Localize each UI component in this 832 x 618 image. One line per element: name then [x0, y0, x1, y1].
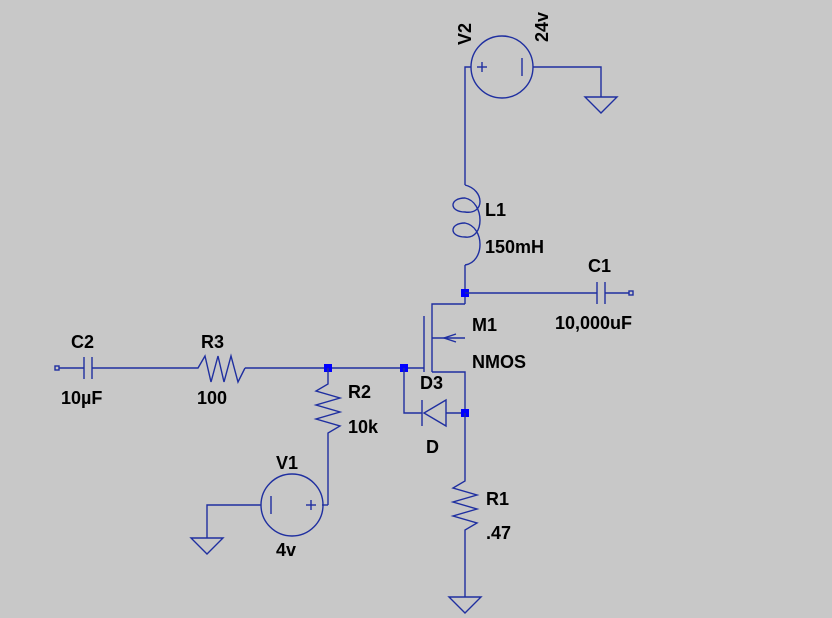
r2-name-label: R2: [348, 382, 371, 402]
v2-value-label: 24v: [532, 12, 552, 42]
r3-value-label: 100: [197, 388, 227, 408]
m1-nmos-transistor[interactable]: [423, 303, 466, 413]
v2-name-label: V2: [455, 23, 475, 45]
c2-terminal-pin[interactable]: [54, 365, 60, 371]
wire-v1-ground: [206, 504, 261, 538]
d3-value-label: D: [426, 437, 439, 457]
r3-resistor[interactable]: [182, 353, 246, 384]
v1-value-label: 4v: [276, 540, 296, 560]
wire-v2-l1: [464, 66, 471, 185]
m1-value-label: NMOS: [472, 352, 526, 372]
r1-name-label: R1: [486, 489, 509, 509]
r1-resistor[interactable]: [450, 413, 480, 597]
r3-name-label: R3: [201, 332, 224, 352]
d3-name-label: D3: [420, 373, 443, 393]
d3-diode[interactable]: [421, 398, 447, 428]
v2-voltage-source[interactable]: [470, 35, 534, 99]
v1-name-label: V1: [276, 453, 298, 473]
c1-name-label: C1: [588, 256, 611, 276]
r2-value-label: 10k: [348, 417, 379, 437]
r2-resistor[interactable]: [313, 368, 343, 505]
wire-gate-d3: [403, 368, 422, 414]
c1-capacitor[interactable]: [596, 282, 606, 304]
c1-value-label: 10,000uF: [555, 313, 632, 333]
c2-capacitor[interactable]: [83, 357, 93, 379]
c1-terminal-pin[interactable]: [628, 290, 634, 296]
ground-symbol-left: [189, 537, 225, 555]
ground-symbol-bottom: [447, 596, 483, 614]
ground-symbol-top: [583, 96, 619, 114]
c2-value-label: 10µF: [61, 388, 102, 408]
l1-value-label: 150mH: [485, 237, 544, 257]
r1-value-label: .47: [486, 523, 511, 543]
l1-name-label: L1: [485, 200, 506, 220]
l1-inductor[interactable]: [452, 184, 481, 266]
wire-v2-ground: [533, 66, 602, 97]
v1-voltage-source[interactable]: [260, 473, 324, 537]
m1-name-label: M1: [472, 315, 497, 335]
c2-name-label: C2: [71, 332, 94, 352]
